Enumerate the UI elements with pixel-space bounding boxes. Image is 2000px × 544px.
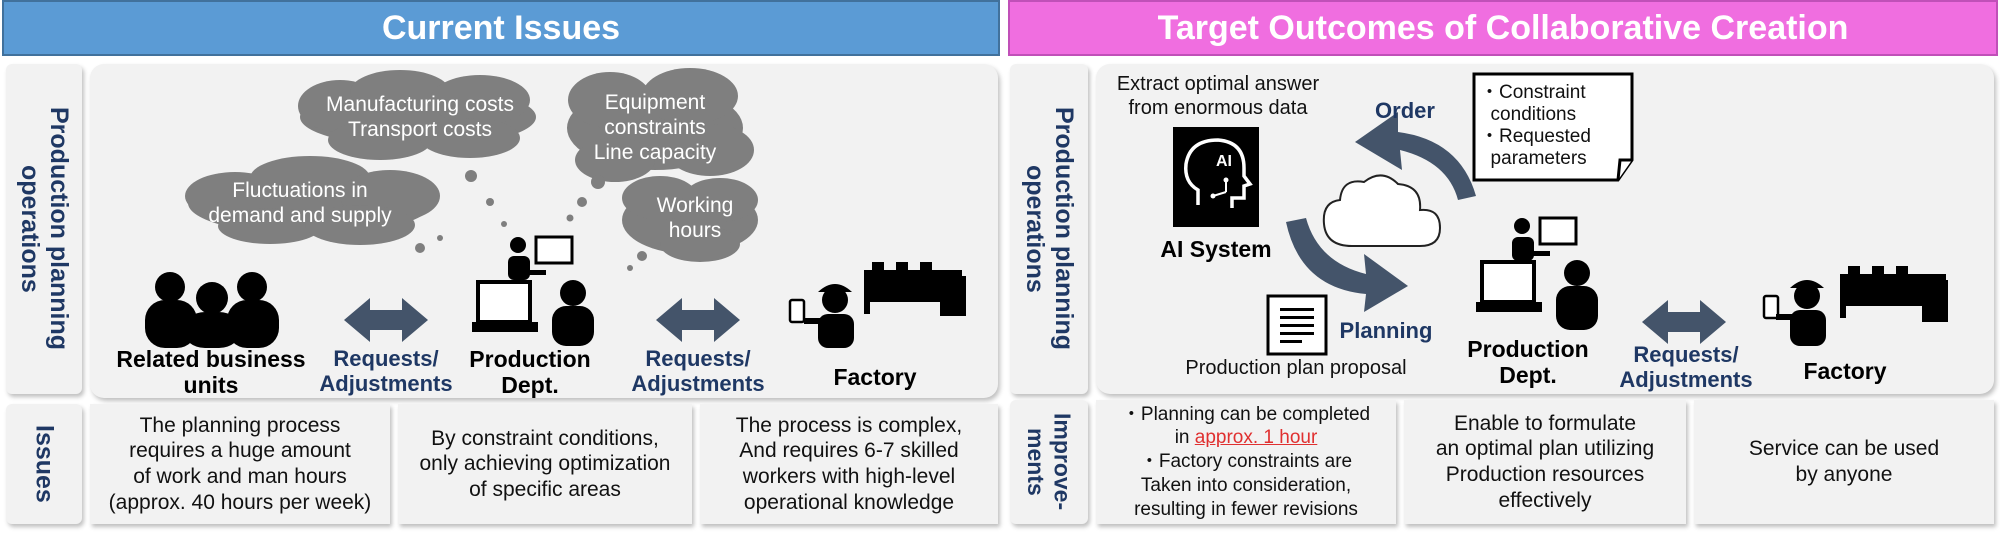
extract-text: Extract optimal answer from enormous dat… xyxy=(1116,73,1320,119)
cloud-costs-text: Manufacturing costs Transport costs xyxy=(326,93,514,142)
improvement-in: in xyxy=(1174,427,1195,449)
factory-label-right: Factory xyxy=(1803,358,1887,384)
related-units-label: Related business units xyxy=(116,346,306,399)
cloud-equipment-text: Equipment constraints Line capacity xyxy=(593,91,717,165)
issue-cell-3: The process is complex, And requires 6-7… xyxy=(700,404,998,524)
order-arrow xyxy=(1355,112,1476,200)
one-hour-highlight: approx. 1 hour xyxy=(1194,427,1318,449)
double-arrow-2 xyxy=(656,298,740,342)
note-card xyxy=(1472,72,1634,182)
left-row-label-text: Production planning operations xyxy=(16,107,73,351)
improvement-cell-1: ・Planning can be completed in approx. 1 … xyxy=(1096,400,1396,524)
target-outcomes-header: Target Outcomes of Collaborative Creatio… xyxy=(1008,0,1998,56)
cloud-hours xyxy=(622,176,758,262)
cloud-fluctuations xyxy=(185,156,440,245)
note-text: ・Constraint conditions ・Requested parame… xyxy=(1480,82,1591,169)
ai-head-icon xyxy=(1173,127,1259,227)
improvement-line-1: ・Planning can be completed xyxy=(1121,403,1371,425)
right-row-label-text: Production planning operations xyxy=(1021,107,1078,351)
factory-icon xyxy=(788,262,966,348)
improvement-cell-2: Enable to formulate an optimal plan util… xyxy=(1404,400,1686,524)
factory-icon-right xyxy=(1762,266,1948,346)
order-label: Order xyxy=(1375,98,1435,123)
cloud-equipment xyxy=(567,68,754,182)
plan-proposal-text: Production plan proposal xyxy=(1185,357,1407,379)
double-arrow-3 xyxy=(1642,300,1726,344)
double-arrow-1 xyxy=(344,298,428,342)
production-worker-icon xyxy=(472,235,594,346)
ai-icon-text: AI xyxy=(1216,153,1232,170)
cloud-costs xyxy=(298,70,536,160)
production-dept-label: Production Dept. xyxy=(469,346,591,399)
improvements-label: Improve- ments xyxy=(1010,400,1088,524)
document-icon xyxy=(1266,294,1328,356)
cloud-icon xyxy=(1322,174,1442,247)
arrow-label-right: Requests/ Adjustments xyxy=(1619,342,1753,393)
improvement-rest: ・Factory constraints are Taken into cons… xyxy=(1134,451,1358,520)
issues-label-text: Issues xyxy=(30,425,59,503)
cloud-hours-text: Working hours xyxy=(656,194,734,243)
left-row-label: Production planning operations xyxy=(6,64,82,394)
production-worker-icon-right xyxy=(1476,216,1598,330)
current-issues-header: Current Issues xyxy=(2,0,1000,56)
improvement-cell-3: Service can be used by anyone xyxy=(1694,400,1994,524)
improvement-line-2: in approx. 1 hour xyxy=(1175,426,1318,450)
improvements-label-text: Improve- ments xyxy=(1023,413,1076,511)
production-dept-label-right: Production Dept. xyxy=(1467,336,1589,389)
factory-label: Factory xyxy=(833,364,917,390)
arrow-label-1: Requests/ Adjustments xyxy=(319,346,453,397)
ai-system-label: AI System xyxy=(1160,236,1272,262)
issue-cell-2: By constraint conditions, only achieving… xyxy=(398,404,692,524)
arrow-label-2: Requests/ Adjustments xyxy=(631,346,765,397)
cloud-fluctuations-text: Fluctuations in demand and supply xyxy=(208,179,392,228)
issue-cell-1: The planning process requires a huge amo… xyxy=(90,404,390,524)
people-icon xyxy=(145,272,279,348)
planning-arrow xyxy=(1286,218,1408,312)
right-row-label: Production planning operations xyxy=(1010,64,1088,394)
issues-label: Issues xyxy=(6,404,82,524)
planning-label: Planning xyxy=(1339,318,1433,343)
